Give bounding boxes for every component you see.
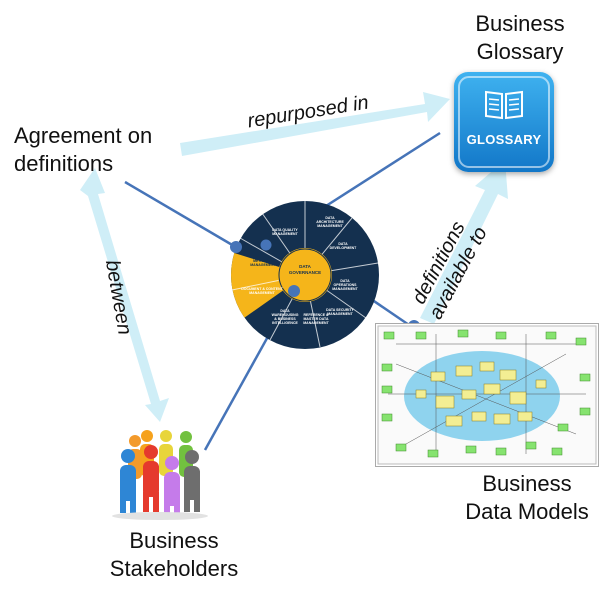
stakeholders-label: Business Stakeholders (109, 528, 239, 581)
data-model-diagram (375, 323, 599, 467)
glossary-label: Business Glossary (475, 11, 565, 64)
svg-text:DATA QUALITY: DATA QUALITY (272, 228, 298, 232)
node-agreement-on-definitions: Agreement on definitions (14, 122, 214, 178)
svg-text:DATA: DATA (340, 279, 350, 283)
svg-text:MANAGEMENT: MANAGEMENT (327, 312, 353, 316)
svg-text:MANAGEMENT: MANAGEMENT (250, 263, 276, 267)
person-purple (164, 456, 180, 516)
person-blue (120, 449, 136, 513)
svg-text:REFERENCE &: REFERENCE & (303, 313, 329, 317)
svg-text:ARCHITECTURE: ARCHITECTURE (316, 220, 344, 224)
svg-text:INTELLIGENCE: INTELLIGENCE (272, 321, 298, 325)
person-red (143, 445, 159, 512)
svg-text:DOCUMENT & CONTENT: DOCUMENT & CONTENT (241, 287, 283, 291)
dot-agreement (230, 241, 242, 253)
connector-agreement-wheel (124, 180, 235, 248)
svg-text:MANAGEMENT: MANAGEMENT (249, 291, 275, 295)
svg-text:MANAGEMENT: MANAGEMENT (317, 224, 343, 228)
node-business-glossary: Business Glossary (440, 10, 600, 66)
svg-text:MASTER DATA: MASTER DATA (304, 317, 329, 321)
svg-text:DATA: DATA (325, 216, 335, 220)
svg-text:DATA: DATA (299, 264, 312, 269)
svg-text:MANAGEMENT: MANAGEMENT (272, 232, 298, 236)
svg-text:& BUSINESS: & BUSINESS (274, 317, 296, 321)
data-models-label: Business Data Models (465, 471, 589, 524)
agreement-label: Agreement on definitions (14, 123, 153, 176)
person-gray (184, 450, 200, 512)
dot-stakeholders (288, 285, 300, 297)
arrow-between (80, 168, 169, 422)
svg-text:DATA: DATA (338, 242, 348, 246)
dama-wheel: DATA GOVERNANCE DATAARCHITECTUREMANAGEME… (231, 201, 379, 349)
svg-text:MANAGEMENT: MANAGEMENT (303, 321, 329, 325)
svg-text:OPERATIONS: OPERATIONS (334, 283, 358, 287)
svg-text:META DATA: META DATA (253, 259, 273, 263)
glossary-app-icon: GLOSSARY (454, 72, 554, 172)
svg-text:DATA: DATA (280, 309, 290, 313)
glossary-icon-label: GLOSSARY (466, 132, 542, 147)
svg-text:DEVELOPMENT: DEVELOPMENT (330, 246, 358, 250)
svg-text:WAREHOUSING: WAREHOUSING (272, 313, 299, 317)
svg-text:DATA SECURITY: DATA SECURITY (326, 308, 354, 312)
node-business-stakeholders: Business Stakeholders (94, 527, 254, 583)
book-icon (485, 90, 523, 120)
node-business-data-models: Business Data Models (452, 470, 602, 526)
arrow-definitions-available-to (420, 160, 508, 324)
arrow-repurposed-in (180, 92, 450, 156)
svg-text:GOVERNANCE: GOVERNANCE (289, 270, 321, 275)
svg-text:MANAGEMENT: MANAGEMENT (332, 287, 358, 291)
people-icon (112, 430, 208, 520)
dot-glossary (260, 239, 272, 251)
